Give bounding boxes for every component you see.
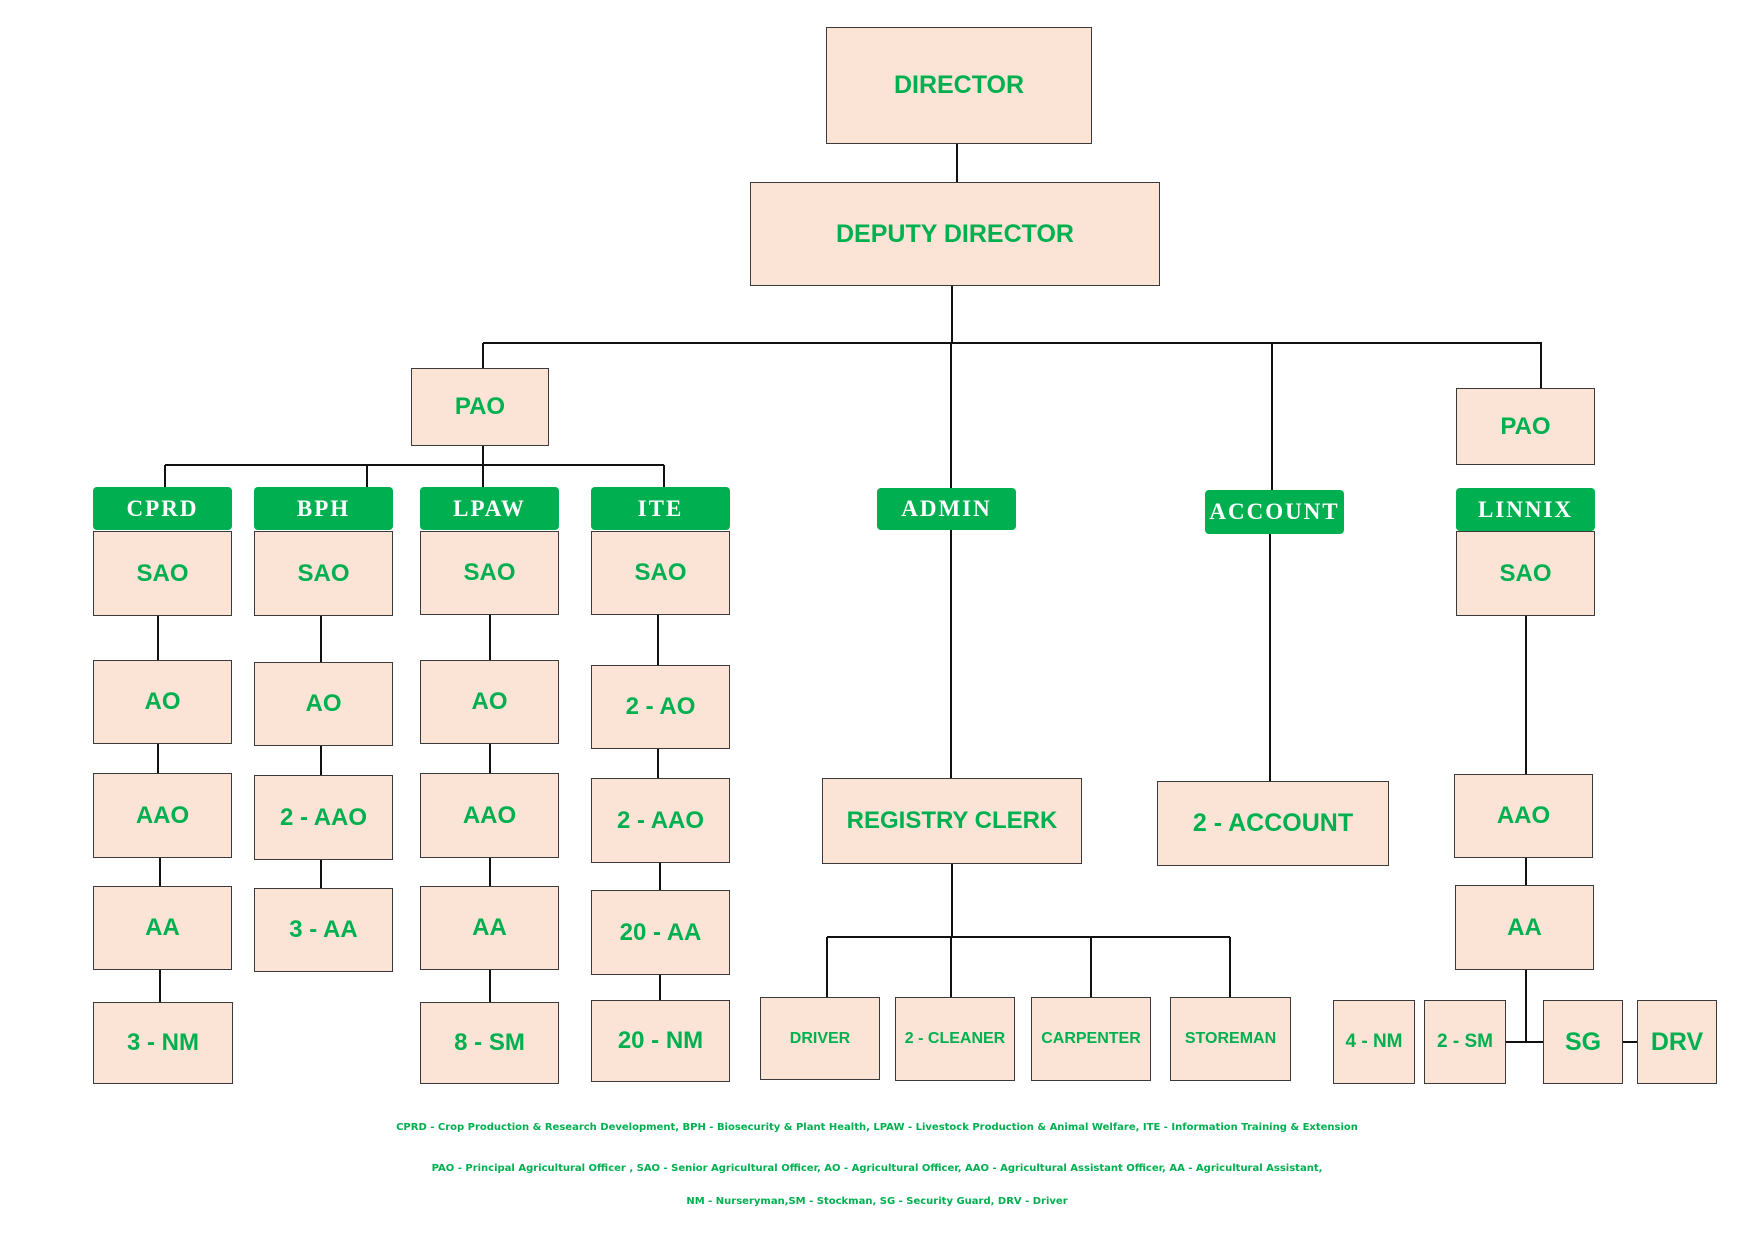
position-label: SAO <box>634 559 687 586</box>
pao-left-box: PAO <box>411 368 549 446</box>
division-header-admin: ADMIN <box>877 488 1016 530</box>
admin-carpenter-box: CARPENTER <box>1031 997 1151 1081</box>
pao-left-label: PAO <box>454 393 506 420</box>
linnix-sm-box: 2 - SM <box>1424 1000 1506 1084</box>
position-label: SAO <box>297 559 350 587</box>
bph-aa-box: 3 - AA <box>254 888 393 972</box>
legend-line-2: PAO - Principal Agricultural Officer , S… <box>431 1163 1323 1174</box>
position-label: AA <box>145 914 180 941</box>
position-label: REGISTRY CLERK <box>846 807 1058 834</box>
lpaw-sm-box: 8 - SM <box>420 1002 559 1084</box>
cprd-nm-box: 3 - NM <box>93 1002 233 1084</box>
position-label: SAO <box>1499 559 1552 587</box>
admin-cleaner-box: 2 - CLEANER <box>895 997 1015 1081</box>
linnix-sg-box: SG <box>1543 1000 1623 1084</box>
position-label: 8 - SM <box>454 1029 525 1056</box>
division-header-label: ACCOUNT <box>1209 499 1340 524</box>
director-box: DIRECTOR <box>826 27 1092 144</box>
position-label: AAO <box>462 801 517 829</box>
deputy-director-label: DEPUTY DIRECTOR <box>835 219 1074 248</box>
lpaw-aao-box: AAO <box>420 773 559 858</box>
division-header-label: ADMIN <box>901 496 992 521</box>
position-label: 2 - AO <box>625 693 696 720</box>
position-label: SG <box>1564 1027 1602 1056</box>
cprd-aa-box: AA <box>93 886 232 970</box>
linnix-drv-box: DRV <box>1637 1000 1717 1084</box>
position-label: 3 - NM <box>127 1029 199 1056</box>
bph-sao-box: SAO <box>254 531 393 616</box>
division-header-label: BPH <box>296 495 351 521</box>
position-label: 2 - CLEANER <box>904 1030 1006 1047</box>
admin-storeman-box: STOREMAN <box>1170 997 1291 1081</box>
position-label: 20 - AA <box>619 918 702 946</box>
bph-aao-box: 2 - AAO <box>254 775 393 860</box>
ite-aao-box: 2 - AAO <box>591 778 730 863</box>
position-label: AAO <box>135 801 190 829</box>
director-label: DIRECTOR <box>893 71 1025 99</box>
cprd-ao-box: AO <box>93 660 232 744</box>
bph-ao-box: AO <box>254 662 393 746</box>
linnix-sao-box: SAO <box>1456 531 1595 616</box>
division-header-label: CPRD <box>126 495 199 521</box>
pao-right-label: PAO <box>1500 412 1551 440</box>
cprd-sao-box: SAO <box>93 531 232 616</box>
position-label: AAO <box>1496 802 1551 829</box>
position-label: 2 - AAO <box>279 803 368 831</box>
position-label: 2 - AAO <box>616 806 705 834</box>
ite-sao-box: SAO <box>591 531 730 615</box>
admin-driver-box: DRIVER <box>760 997 880 1080</box>
division-header-label: ITE <box>637 495 684 521</box>
cprd-aao-box: AAO <box>93 773 232 858</box>
position-label: DRV <box>1650 1027 1704 1056</box>
division-header-account: ACCOUNT <box>1205 490 1344 534</box>
position-label: 2 - SM <box>1437 1031 1493 1052</box>
legend-line-1: CPRD - Crop Production & Research Develo… <box>396 1122 1358 1133</box>
division-header-linnix: LINNIX <box>1456 488 1595 531</box>
division-header-label: LINNIX <box>1477 496 1574 522</box>
position-label: AO <box>471 688 508 715</box>
position-label: CARPENTER <box>1041 1030 1141 1047</box>
ite-aa-box: 20 - AA <box>591 890 730 975</box>
linnix-nm-box: 4 - NM <box>1333 1000 1415 1084</box>
position-label: 2 - ACCOUNT <box>1192 809 1354 837</box>
position-label: AA <box>472 914 507 941</box>
position-label: 20 - NM <box>617 1027 704 1054</box>
position-label: DRIVER <box>789 1029 851 1047</box>
ite-ao-box: 2 - AO <box>591 665 730 749</box>
division-header-ite: ITE <box>591 487 730 530</box>
legend-line-3: NM - Nurseryman,SM - Stockman, SG - Secu… <box>686 1196 1068 1207</box>
account-staff-box: 2 - ACCOUNT <box>1157 781 1389 866</box>
division-header-lpaw: LPAW <box>420 487 559 530</box>
division-header-label: LPAW <box>453 495 526 521</box>
position-label: AO <box>305 690 342 717</box>
lpaw-ao-box: AO <box>420 660 559 744</box>
position-label: AA <box>1507 913 1542 941</box>
linnix-aa-box: AA <box>1455 885 1594 970</box>
division-header-bph: BPH <box>254 487 393 530</box>
position-label: 4 - NM <box>1345 1031 1403 1052</box>
pao-right-box: PAO <box>1456 388 1595 465</box>
deputy-director-box: DEPUTY DIRECTOR <box>750 182 1160 286</box>
position-label: STOREMAN <box>1184 1030 1277 1047</box>
position-label: SAO <box>463 559 516 586</box>
ite-nm-box: 20 - NM <box>591 1000 730 1082</box>
position-label: 3 - AA <box>289 916 358 943</box>
registry-clerk-box: REGISTRY CLERK <box>822 778 1082 864</box>
position-label: AO <box>144 688 181 715</box>
linnix-aao-box: AAO <box>1454 774 1593 858</box>
position-label: SAO <box>136 559 189 587</box>
lpaw-aa-box: AA <box>420 886 559 970</box>
lpaw-sao-box: SAO <box>420 531 559 615</box>
division-header-cprd: CPRD <box>93 487 232 530</box>
